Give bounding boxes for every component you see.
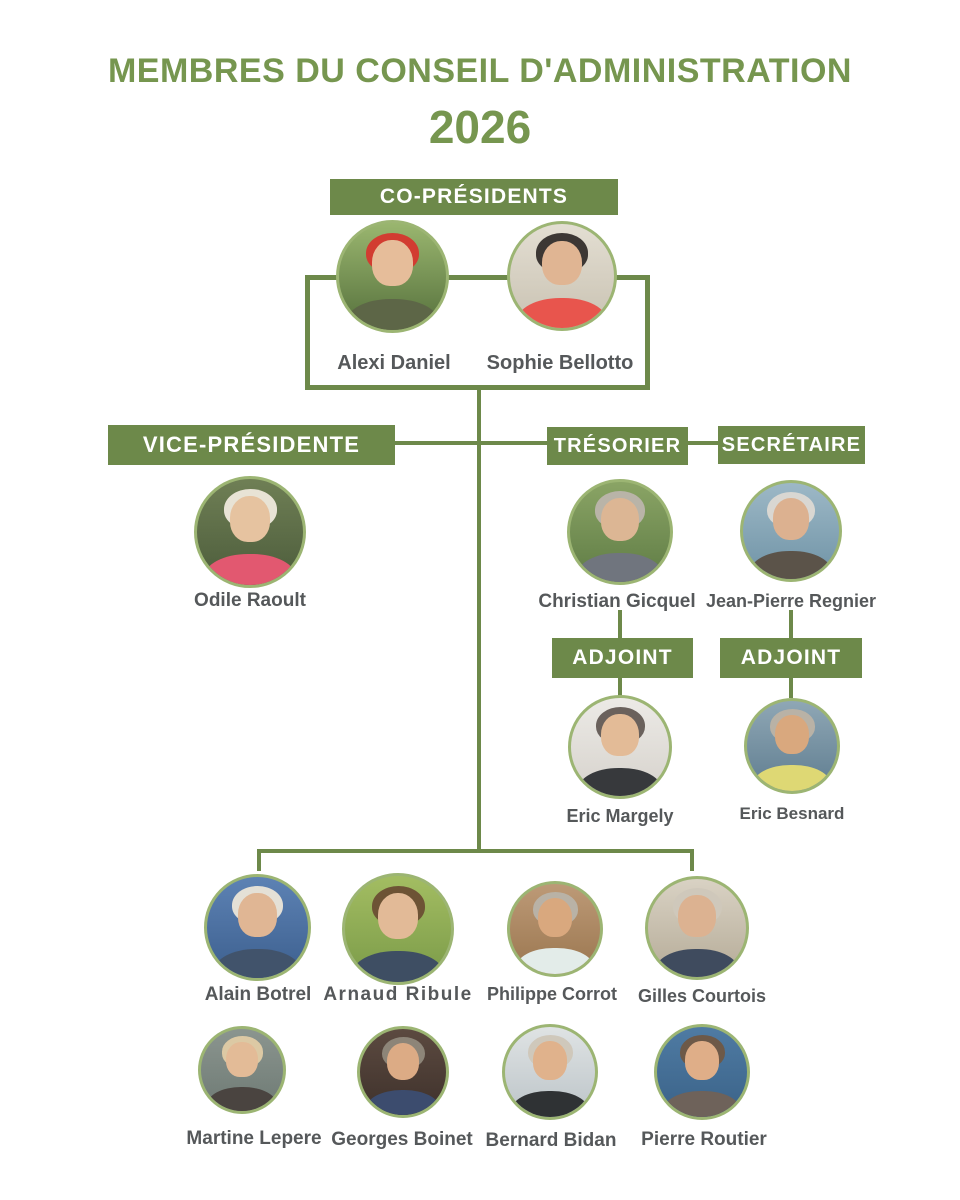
avatar-face [678,894,716,937]
page-title: MEMBRES DU CONSEIL D'ADMINISTRATION [107,52,852,90]
avatar-martine-lepere [198,1026,286,1114]
avatar-torso [749,551,833,579]
role-box-vice-presidente: VICE-PRÉSIDENTE [108,425,395,465]
avatar-georges-boinet [357,1026,449,1118]
avatar-face [238,893,277,937]
avatar-torso [366,1090,440,1115]
avatar-face [774,715,810,755]
avatar-gilles-courtois [645,876,749,980]
member-name-arnaud-ribule: Arnaud Ribule [323,984,473,1005]
avatar-face [372,240,413,287]
avatar-jean-pierre-regnier [740,480,842,582]
member-name-jean-pierre-regnier: Jean-Pierre Regnier [705,591,877,611]
avatar-odile-raoult [194,476,306,588]
member-name-gilles-courtois: Gilles Courtois [637,986,767,1006]
avatar-torso [516,947,594,974]
avatar-face [537,898,573,938]
avatar-sophie-bellotto [507,221,617,331]
avatar-torso [214,948,301,978]
avatar-torso [352,951,444,982]
co-presidents-bracket-line [305,275,650,390]
avatar-torso [577,553,663,582]
avatar-torso [206,1087,278,1111]
member-name-odile-raoult: Odile Raoult [194,590,306,611]
avatar-torso [517,297,607,328]
avatar-torso [346,298,439,330]
avatar-torso [654,948,740,977]
avatar-face [684,1041,720,1081]
avatar-face [772,498,810,540]
connector-vice-to-center [395,441,547,445]
avatar-christian-gicquel [567,479,673,585]
members-bracket-right-stub [690,849,694,871]
member-name-georges-boinet: Georges Boinet [331,1129,473,1150]
avatar-eric-besnard [744,698,840,794]
member-name-martine-lepere: Martine Lepere [186,1128,322,1149]
avatar-pierre-routier [654,1024,750,1120]
role-box-tresorier: TRÉSORIER [547,427,688,465]
members-bracket-left-stub [257,849,261,871]
role-box-secretaire: SECRÉTAIRE [718,426,865,464]
connector-tresorier-to-adjoint [618,610,622,640]
connector-secretaire-to-adjoint [789,610,793,640]
member-name-pierre-routier: Pierre Routier [641,1129,767,1150]
avatar-face [542,240,582,286]
member-name-eric-besnard: Eric Besnard [739,804,845,823]
avatar-alexi-daniel [336,220,449,333]
role-box-co-presidents: CO-PRÉSIDENTS [330,179,618,215]
member-name-sophie-bellotto: Sophie Bellotto [486,352,634,374]
member-name-philippe-corrot: Philippe Corrot [487,984,617,1004]
avatar-face [532,1041,568,1081]
avatar-torso [577,767,663,796]
avatar-eric-margely [568,695,672,799]
member-name-eric-margely: Eric Margely [566,806,674,826]
avatar-torso [663,1090,741,1117]
avatar-torso [753,764,831,791]
role-box-adjoint-tresorier: ADJOINT [552,638,693,678]
members-bracket-horizontal-line [257,849,694,853]
role-box-adjoint-secretaire: ADJOINT [720,638,862,678]
avatar-arnaud-ribule [342,873,454,985]
avatar-face [226,1042,258,1078]
member-name-alain-botrel: Alain Botrel [204,984,312,1005]
avatar-torso [511,1090,589,1117]
avatar-face [229,495,271,542]
avatar-face [377,892,419,939]
avatar-face [601,498,639,541]
connector-tresorier-to-secretaire [688,441,718,445]
connector-adjoint1-to-photo [618,676,622,698]
connector-adjoint2-to-photo [789,676,793,698]
avatar-face [601,713,639,756]
avatar-philippe-corrot [507,881,603,977]
page-year: 2026 [428,101,532,153]
avatar-alain-botrel [204,874,311,981]
avatar-torso [204,554,296,585]
avatar-bernard-bidan [502,1024,598,1120]
member-name-alexi-daniel: Alexi Daniel [337,352,451,374]
member-name-bernard-bidan: Bernard Bidan [485,1130,617,1151]
member-name-christian-gicquel: Christian Gicquel [538,591,696,612]
avatar-face [386,1042,420,1080]
center-vertical-line [477,389,481,851]
